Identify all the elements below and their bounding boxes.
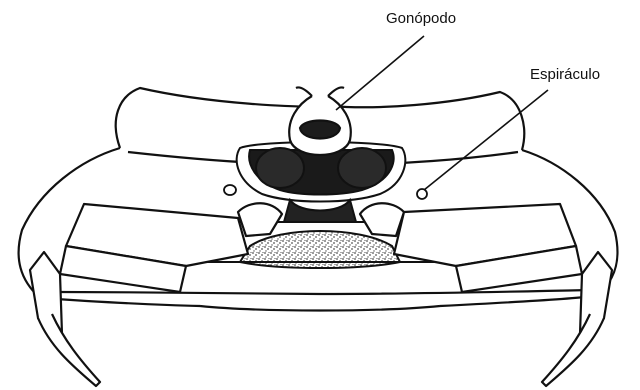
right-walking-leg: [360, 203, 612, 386]
gonopod: [289, 87, 351, 155]
left-walking-leg: [30, 203, 282, 386]
espiraculo-leader-line: [424, 90, 548, 190]
gonopodo-leader-line: [336, 36, 424, 110]
gonopodo-label: Gonópodo: [386, 10, 456, 27]
espiraculo-label: Espiráculo: [530, 66, 600, 83]
